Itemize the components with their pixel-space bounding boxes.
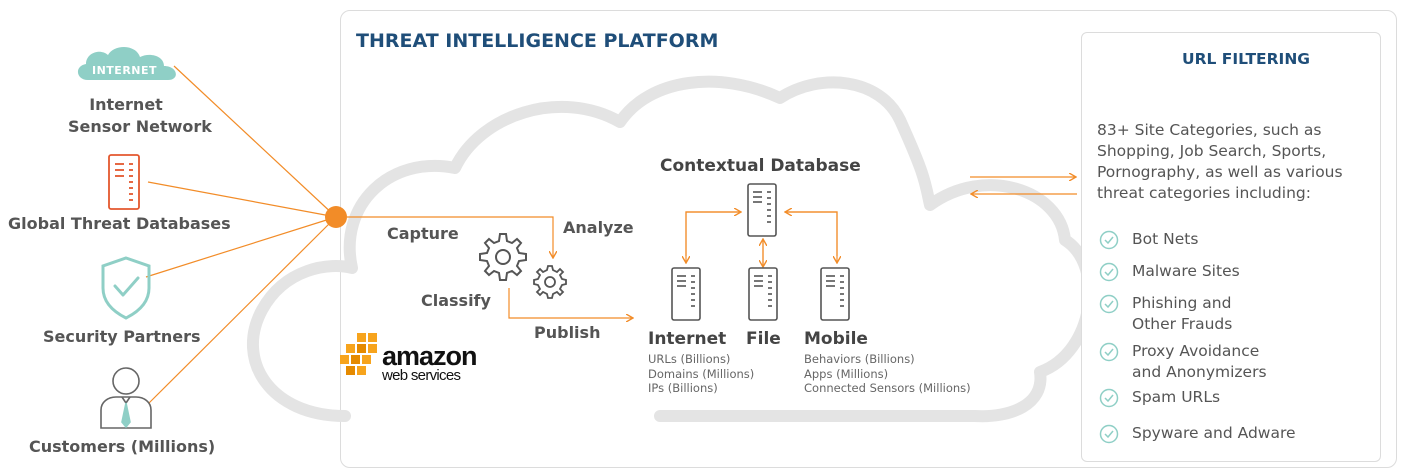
- mobile-db-line: Behaviors (Billions): [804, 352, 915, 366]
- category-label: Phishing and: [1132, 294, 1232, 312]
- internet-db-line: Domains (Millions): [648, 366, 755, 381]
- platform-title: THREAT INTELLIGENCE PLATFORM: [356, 30, 719, 52]
- category-label: Proxy Avoidance: [1132, 342, 1260, 360]
- contextual-db-server-icon: [747, 183, 777, 237]
- mobile-db-line: Apps (Millions): [804, 366, 889, 381]
- arrow-db-mobile: [787, 211, 837, 262]
- internet-sensor-label: Internet Sensor Network: [68, 94, 212, 138]
- global-threat-label: Global Threat Databases: [8, 214, 231, 233]
- shield-icon: [101, 256, 151, 320]
- platform-container: [340, 10, 1397, 468]
- arrow-mobile-db: [786, 212, 838, 256]
- arrow-db-internet: [686, 211, 739, 262]
- gear-icon: [479, 233, 527, 281]
- arrow-internet-db: [685, 212, 740, 256]
- category-item: Bot Nets: [1099, 229, 1198, 250]
- internet-db-details: URLs (Billions) Domains (Millions) IPs (…: [648, 352, 754, 396]
- internet-db-line: IPs (Billions): [648, 381, 718, 395]
- step-classify: Classify: [421, 291, 491, 310]
- aws-amazon-text: amazon: [382, 341, 478, 371]
- mobile-db-title: Mobile: [804, 329, 868, 349]
- line-global-threat: [147, 181, 337, 218]
- line-security-partners: [145, 216, 337, 278]
- step-analyze: Analyze: [563, 218, 634, 237]
- category-label-cont: Other Frauds: [1132, 315, 1233, 333]
- check-circle-icon: [1099, 342, 1119, 362]
- security-partners-label: Security Partners: [43, 327, 201, 346]
- internet-db-title: Internet: [648, 329, 727, 349]
- mobile-db-details: Behaviors (Billions) Apps (Millions) Con…: [804, 352, 971, 396]
- category-label: Spam URLs: [1132, 388, 1221, 406]
- check-circle-icon: [1099, 230, 1119, 250]
- step-publish: Publish: [534, 323, 601, 342]
- category-item: Phishing and Other Frauds: [1099, 293, 1232, 335]
- mobile-db-line: Connected Sensors (Millions): [804, 381, 971, 395]
- url-filtering-title: URL FILTERING: [1182, 50, 1311, 68]
- internet-badge-label: INTERNET: [92, 64, 158, 77]
- category-label: Spyware and Adware: [1132, 424, 1296, 442]
- line-internet: [173, 65, 337, 218]
- aws-cubes-logo: [340, 333, 377, 375]
- internet-db-line: URLs (Billions): [648, 352, 731, 366]
- category-item: Spam URLs: [1099, 387, 1220, 408]
- category-item: Proxy Avoidance and Anonymizers: [1099, 341, 1267, 383]
- aws-webservices-text: web services: [382, 367, 461, 384]
- category-label: Bot Nets: [1132, 230, 1199, 248]
- hub-node: [325, 206, 347, 228]
- check-circle-icon: [1099, 388, 1119, 408]
- category-item: Malware Sites: [1099, 261, 1240, 282]
- internet-cloud-icon: [77, 46, 176, 80]
- line-customers: [147, 216, 337, 405]
- check-circle-icon: [1099, 294, 1119, 314]
- aws-wordmark: amazon web services: [382, 341, 478, 384]
- check-circle-icon: [1099, 262, 1119, 282]
- check-circle-icon: [1099, 424, 1119, 444]
- internet-sensor-line1: Internet: [89, 95, 163, 114]
- file-db-server-icon: [748, 267, 778, 321]
- arrow-publish: [508, 288, 632, 318]
- internet-db-server-icon: [671, 267, 701, 321]
- contextual-db-title: Contextual Database: [660, 156, 861, 176]
- category-label-cont: and Anonymizers: [1132, 363, 1267, 381]
- file-db-title: File: [746, 329, 781, 349]
- internet-sensor-line2: Sensor Network: [68, 117, 212, 136]
- category-item: Spyware and Adware: [1099, 423, 1296, 444]
- url-filtering-description: 83+ Site Categories, such as Shopping, J…: [1097, 121, 1343, 202]
- database-server-icon: [108, 154, 140, 210]
- step-capture: Capture: [387, 224, 459, 243]
- url-filtering-panel: [1081, 32, 1381, 462]
- customers-label: Customers (Millions): [29, 437, 216, 456]
- arrow-capture-analyze: [347, 216, 553, 257]
- category-label: Malware Sites: [1132, 262, 1240, 280]
- mobile-db-server-icon: [820, 267, 850, 321]
- person-icon: [100, 367, 152, 429]
- gear-small-icon: [533, 265, 567, 299]
